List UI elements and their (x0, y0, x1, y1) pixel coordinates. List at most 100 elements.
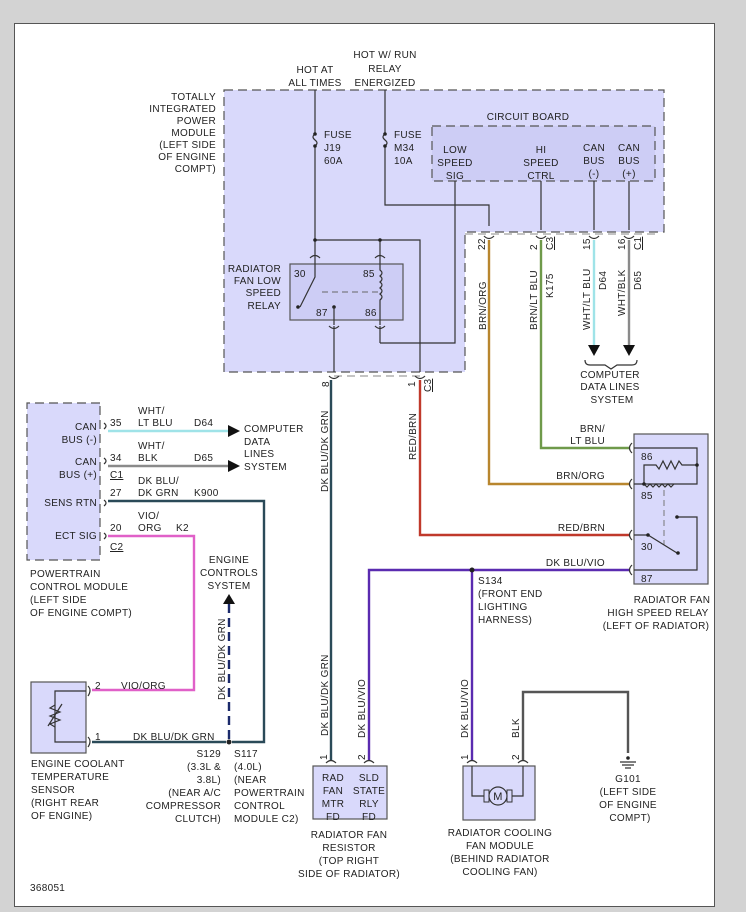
splice-text: MODULE C2) (234, 814, 299, 825)
pcm-pin-label: CAN (75, 457, 97, 468)
fuse-m34-feed-wire (384, 90, 490, 226)
wire-label: DK BLU/VIO (460, 679, 471, 738)
wire-label: DK BLU/ (138, 476, 179, 487)
splice-s134-dot (469, 567, 475, 573)
relay-pin-30: 30 (641, 542, 653, 553)
relay-coil-icon (643, 483, 675, 488)
fan-pin-1: 1 (460, 754, 471, 760)
ect-pin-1: 1 (95, 732, 101, 743)
pcm-label: OF ENGINE COMPT) (30, 608, 132, 619)
wire-label: RED/BRN (408, 413, 419, 460)
wire-label: LT BLU (138, 418, 173, 429)
cb-pin-label: SIG (446, 171, 464, 182)
tipm-bottom-connector: 8 1 C3 (321, 375, 434, 392)
relay-input-label: BRN/ (580, 424, 605, 435)
resistor-cell: FD (362, 812, 376, 823)
fan-pin-2: 2 (511, 754, 522, 760)
ground-label: COMPT) (609, 813, 650, 824)
pcm-data-lines-label: SYSTEM (244, 462, 287, 473)
tipm-label-line: (LEFT SIDE (159, 140, 216, 151)
relay-coil-icon (379, 258, 383, 325)
wire-label: WHT/BLK (617, 269, 628, 316)
pin-8: 8 (321, 381, 332, 387)
fuse-j19-label: J19 (324, 143, 341, 154)
ect-label: TEMPERATURE (31, 772, 109, 783)
low-speed-sig-wire (380, 181, 456, 344)
circuit-label: D64 (194, 418, 213, 429)
connector-c3: C3 (423, 378, 434, 392)
resistor-cell: STATE (353, 786, 385, 797)
resistor-cell: SLD (359, 773, 379, 784)
data-line-brace (584, 359, 638, 370)
pcm-label: CONTROL MODULE (30, 582, 128, 593)
cb-pin-label: CTRL (527, 171, 554, 182)
high-relay-label: RADIATOR FAN (634, 595, 711, 606)
pcm-label: POWERTRAIN (30, 569, 101, 580)
fuse-j19-icon (312, 133, 318, 147)
high-speed-relay: BRN/ LT BLU BRN/ORG RED/BRN DK BLU/VIO 8… (546, 424, 710, 632)
ect-pin-2: 2 (95, 681, 101, 692)
splice-text: (3.3L & (187, 762, 221, 773)
high-relay-label: (LEFT OF RADIATOR) (603, 621, 710, 632)
splice-s129-dot (226, 739, 232, 745)
wire-label: DK BLU/DK GRN (320, 654, 331, 736)
splice-text: COMPRESSOR (146, 801, 221, 812)
ground-label: OF ENGINE (599, 800, 657, 811)
resistor-label: RESISTOR (322, 843, 375, 854)
hot-at-all-times-label: ALL TIMES (288, 78, 341, 89)
cb-pin-label: CAN (583, 143, 605, 154)
pcm-pin-label: BUS (+) (59, 470, 97, 481)
ground-icon (620, 761, 636, 769)
splice-text: CONTROL (234, 801, 285, 812)
motor-letter: M (493, 791, 502, 803)
connector-c1: C1 (633, 236, 644, 250)
pcm-pin-label: CAN (75, 422, 97, 433)
fan-module-label: RADIATOR COOLING (448, 828, 552, 839)
tipm-label-line: POWER (177, 116, 216, 127)
low-relay-label: SPEED (246, 288, 281, 299)
resistor-label: RADIATOR FAN (311, 830, 388, 841)
relay-input-label: RED/BRN (558, 523, 605, 534)
radiator-fan-resistor: 1 2 RAD FAN MTR FD SLD STATE RLY FD RADI… (298, 754, 400, 880)
pcm-pin-num: 20 (110, 523, 122, 534)
cb-pin-label: (-) (589, 169, 600, 180)
wire-label: DK BLU/DK GRN (320, 410, 331, 492)
pin-15: 15 (582, 238, 593, 250)
relay-87-path (634, 516, 698, 571)
pcm-data-arrows (228, 425, 240, 472)
circuit-label: D64 (598, 271, 609, 290)
relay-pin-85: 85 (363, 269, 375, 280)
relay-connector-icons (309, 254, 386, 259)
splice-text: (4.0L) (234, 762, 262, 773)
cb-pin-label: HI (536, 145, 547, 156)
connector-c3: C3 (545, 236, 556, 250)
ect-label: (RIGHT REAR (31, 798, 99, 809)
fuse-m34-label: FUSE (394, 130, 422, 141)
relay-pin-87: 87 (641, 574, 653, 585)
engine-controls-label: SYSTEM (208, 581, 251, 592)
ground-label: (LEFT SIDE (600, 787, 657, 798)
relay-switch-icon (299, 258, 316, 308)
tipm-outline (223, 89, 665, 373)
splice-text: POWERTRAIN (234, 788, 305, 799)
tipm-label: TOTALLY INTEGRATED POWER MODULE (LEFT SI… (149, 92, 216, 175)
relay-input-label: BRN/ORG (556, 471, 605, 482)
wire-red-brn (418, 380, 630, 537)
pcm-connector-c2: C2 (110, 542, 124, 553)
high-relay-box (633, 433, 709, 585)
splice-text: S129 (196, 749, 221, 760)
pcm-data-lines-label: LINES (244, 449, 274, 460)
fan-module-label: (BEHIND RADIATOR (450, 854, 549, 865)
splice-text: 3.8L) (197, 775, 221, 786)
pin-22: 22 (477, 238, 488, 250)
relay-pin-30: 30 (294, 269, 306, 280)
tipm-label-line: OF ENGINE (158, 152, 216, 163)
wire-blk (521, 690, 630, 760)
relay-connectors (628, 442, 633, 576)
cb-pin-label: LOW (443, 145, 467, 156)
wire-label: WHT/LT BLU (582, 268, 593, 330)
relay-pin-87: 87 (316, 308, 328, 319)
wire-label: DK BLU/DK GRN (217, 618, 228, 700)
circuit-label: D65 (194, 453, 213, 464)
